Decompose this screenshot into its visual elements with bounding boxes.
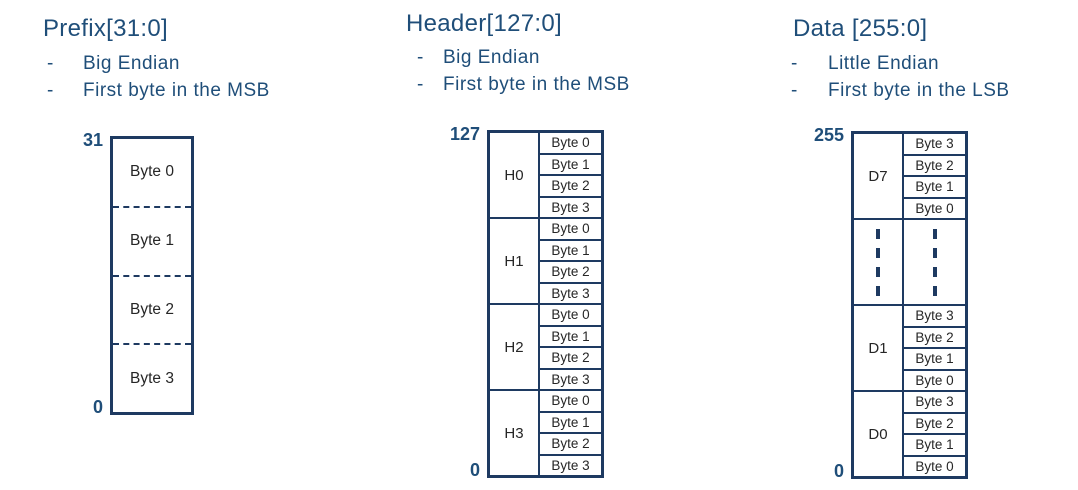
byte-cell: Byte 2 (904, 325, 965, 348)
ellipsis-cell (904, 220, 965, 304)
byte-cell: Byte 0 (904, 368, 965, 391)
byte-cell: Byte 2 (540, 346, 601, 368)
byte-cell: Byte 0 (551, 221, 590, 237)
byte-cell: Byte 3 (915, 136, 954, 152)
byte-cell: Byte 1 (540, 410, 601, 433)
byte-cell: Byte 0 (551, 307, 590, 323)
bullet-text: Big Endian (83, 53, 180, 74)
group-label-cell: H2 (490, 305, 540, 389)
bullet-dash: - (47, 53, 54, 74)
byte-cell: Byte 1 (113, 205, 191, 275)
byte-cell: Byte 1 (540, 324, 601, 347)
lsb-bit-label: 0 (833, 461, 844, 481)
bullet-text: Big Endian (443, 47, 540, 68)
bullet-item: - First byte in the MSB (47, 77, 270, 104)
byte-cell: Byte 1 (904, 175, 965, 197)
bullet-dash: - (791, 80, 798, 101)
byte-cell: Byte 3 (540, 367, 601, 390)
byte-cell: Byte 1 (904, 433, 965, 455)
byte-cell: Byte 2 (540, 432, 601, 454)
byte-cell: Byte 3 (915, 308, 954, 324)
bullet-item: - First byte in the MSB (417, 71, 630, 98)
byte-cell: Byte 0 (551, 393, 590, 409)
msb-bit-label: 31 (82, 130, 103, 150)
byte-cell: Byte 1 (540, 238, 601, 261)
lsb-bit-label: 0 (469, 460, 480, 480)
header-title: Header[127:0] (406, 10, 563, 37)
bullet-text: Little Endian (828, 53, 940, 74)
bullet-dash: - (417, 47, 424, 68)
bullet-text: First byte in the LSB (828, 80, 1010, 101)
byte-cell: Byte 0 (904, 454, 965, 477)
bullet-item: - First byte in the LSB (791, 77, 1010, 104)
bullet-item: - Little Endian (791, 50, 939, 77)
byte-cell: Byte 1 (904, 347, 965, 369)
byte-cell: Byte 0 (130, 163, 174, 181)
byte-cell: Byte 2 (540, 174, 601, 196)
ellipsis-group (854, 218, 965, 304)
msb-bit-label: 255 (813, 125, 844, 145)
group-label-cell: D1 (854, 306, 904, 390)
byte-cell: Byte 2 (113, 274, 191, 344)
ellipsis-dash (876, 228, 880, 296)
group-label-cell: D7 (854, 134, 904, 218)
group-label-cell: H3 (490, 391, 540, 475)
group-label-cell: H1 (490, 219, 540, 303)
group-label-cell: H0 (490, 133, 540, 217)
data-title: Data [255:0] (793, 15, 928, 42)
bullet-dash: - (47, 80, 54, 101)
bullet-item: - Big Endian (47, 50, 180, 77)
byte-cell: Byte 3 (540, 281, 601, 304)
byte-cell: Byte 0 (904, 196, 965, 219)
byte-cell: Byte 3 (915, 394, 954, 410)
byte-cell: Byte 3 (113, 343, 191, 412)
bullet-text: First byte in the MSB (443, 74, 630, 95)
bullet-dash: - (791, 53, 798, 74)
msb-bit-label: 127 (449, 124, 480, 144)
bullet-item: - Big Endian (417, 44, 540, 71)
bullet-dash: - (417, 74, 424, 95)
group-label-cell: D0 (854, 392, 904, 476)
ellipsis-dash (932, 228, 937, 296)
byte-cell: Byte 3 (540, 453, 601, 476)
group-label-cell (854, 220, 904, 304)
lsb-bit-label: 0 (92, 397, 103, 417)
byte-cell: Byte 2 (904, 411, 965, 434)
byte-cell: Byte 2 (904, 153, 965, 176)
byte-cell: Byte 1 (540, 152, 601, 175)
byte-column (904, 220, 965, 304)
byte-cell: Byte 0 (551, 135, 590, 151)
prefix-title: Prefix[31:0] (43, 15, 168, 42)
byte-cell: Byte 2 (540, 260, 601, 282)
byte-cell: Byte 3 (540, 195, 601, 218)
bullet-text: First byte in the MSB (83, 80, 270, 101)
